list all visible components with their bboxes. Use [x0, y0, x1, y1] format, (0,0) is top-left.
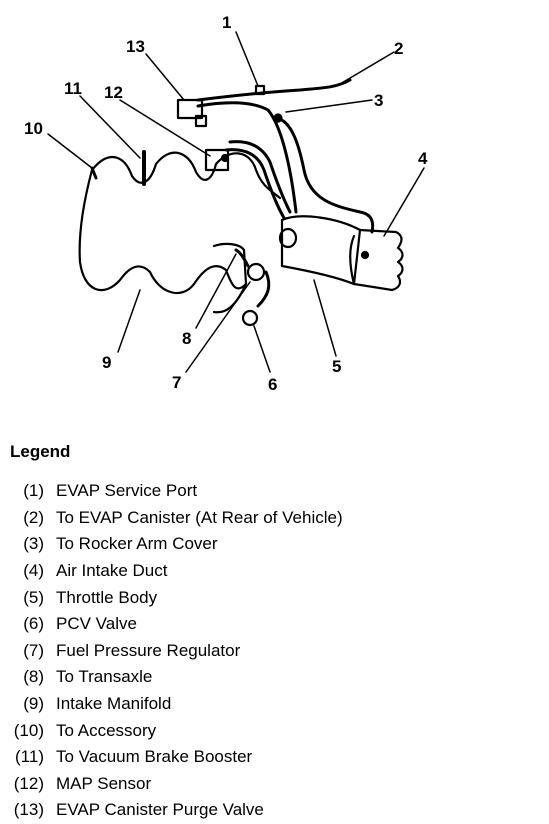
callout-4: 4: [418, 149, 428, 168]
callout-6: 6: [268, 375, 277, 394]
legend-item: (12) MAP Sensor: [0, 771, 343, 798]
legend-item-label: To Accessory: [56, 720, 157, 740]
legend-item-number: (9): [23, 694, 44, 714]
legend-item-number: (7): [23, 640, 44, 660]
legend-item-number: (10): [13, 720, 44, 740]
legend-item: (10) To Accessory: [0, 717, 343, 744]
legend-item-number: (8): [23, 667, 44, 687]
legend-item-number: (11): [15, 747, 44, 767]
legend-item: (8) To Transaxle: [0, 664, 343, 691]
legend-item-number: (1): [23, 481, 44, 501]
callout-9: 9: [102, 353, 111, 372]
legend-item-number: (5): [23, 587, 44, 607]
legend-item: (4) Air Intake Duct: [0, 558, 343, 585]
legend-item-label: To Vacuum Brake Booster: [56, 747, 253, 767]
callout-13: 13: [126, 37, 145, 56]
callout-7: 7: [172, 373, 181, 392]
legend-item-number: (12): [13, 773, 44, 793]
legend-item: (3) To Rocker Arm Cover: [0, 531, 343, 558]
callout-11: 11: [64, 79, 82, 98]
fuel-pressure-regulator-shape: [246, 262, 266, 282]
legend-item-label: Throttle Body: [56, 587, 158, 607]
legend-item: (1) EVAP Service Port: [0, 478, 343, 505]
legend-item: (5) Throttle Body: [0, 584, 343, 611]
legend-item-label: To EVAP Canister (At Rear of Vehicle): [56, 507, 343, 527]
legend-item: (2) To EVAP Canister (At Rear of Vehicle): [0, 505, 343, 532]
legend-item-label: EVAP Canister Purge Valve: [56, 800, 264, 820]
intake-manifold-shape: [78, 151, 282, 294]
legend-item-number: (3): [23, 534, 44, 554]
callout-3: 3: [374, 91, 383, 110]
legend-list: (1) EVAP Service Port (2) To EVAP Canister …: [0, 478, 343, 824]
callout-2: 2: [394, 39, 403, 58]
legend-item: (9) Intake Manifold: [0, 691, 343, 718]
legend-item: (13) EVAP Canister Purge Valve: [0, 797, 343, 824]
legend-item: (11) To Vacuum Brake Booster: [0, 744, 343, 771]
legend-item: (7) Fuel Pressure Regulator: [0, 638, 343, 665]
legend-title: Legend: [10, 442, 71, 461]
vacuum-hose-routing-diagram: 1 2 3 4 5 6 7 8 9 10 11 12 13: [24, 13, 428, 394]
legend-item-label: Intake Manifold: [56, 694, 172, 714]
legend-item-label: Fuel Pressure Regulator: [56, 640, 241, 660]
purge-valve-shape: [176, 98, 204, 120]
callout-8: 8: [182, 329, 191, 348]
legend-item-label: MAP Sensor: [56, 773, 152, 793]
legend-item-label: PCV Valve: [56, 614, 137, 634]
legend-item-label: To Rocker Arm Cover: [56, 534, 218, 554]
legend-item-label: Air Intake Duct: [56, 561, 168, 581]
legend-item-label: To Transaxle: [56, 667, 153, 687]
pcv-valve-shape: [241, 309, 259, 327]
legend-item-number: (13): [13, 800, 44, 820]
callout-10: 10: [24, 119, 43, 138]
legend-item-label: EVAP Service Port: [56, 481, 198, 501]
legend-item-number: (2): [23, 507, 44, 527]
throttle-body-shape: [280, 215, 362, 286]
callout-12: 12: [104, 83, 123, 102]
legend-item-number: (6): [23, 614, 44, 634]
legend-item-number: (4): [23, 561, 44, 581]
callout-5: 5: [332, 357, 341, 376]
air-intake-duct-shape: [352, 228, 404, 292]
callout-1: 1: [222, 13, 231, 32]
legend-item: (6) PCV Valve: [0, 611, 343, 638]
